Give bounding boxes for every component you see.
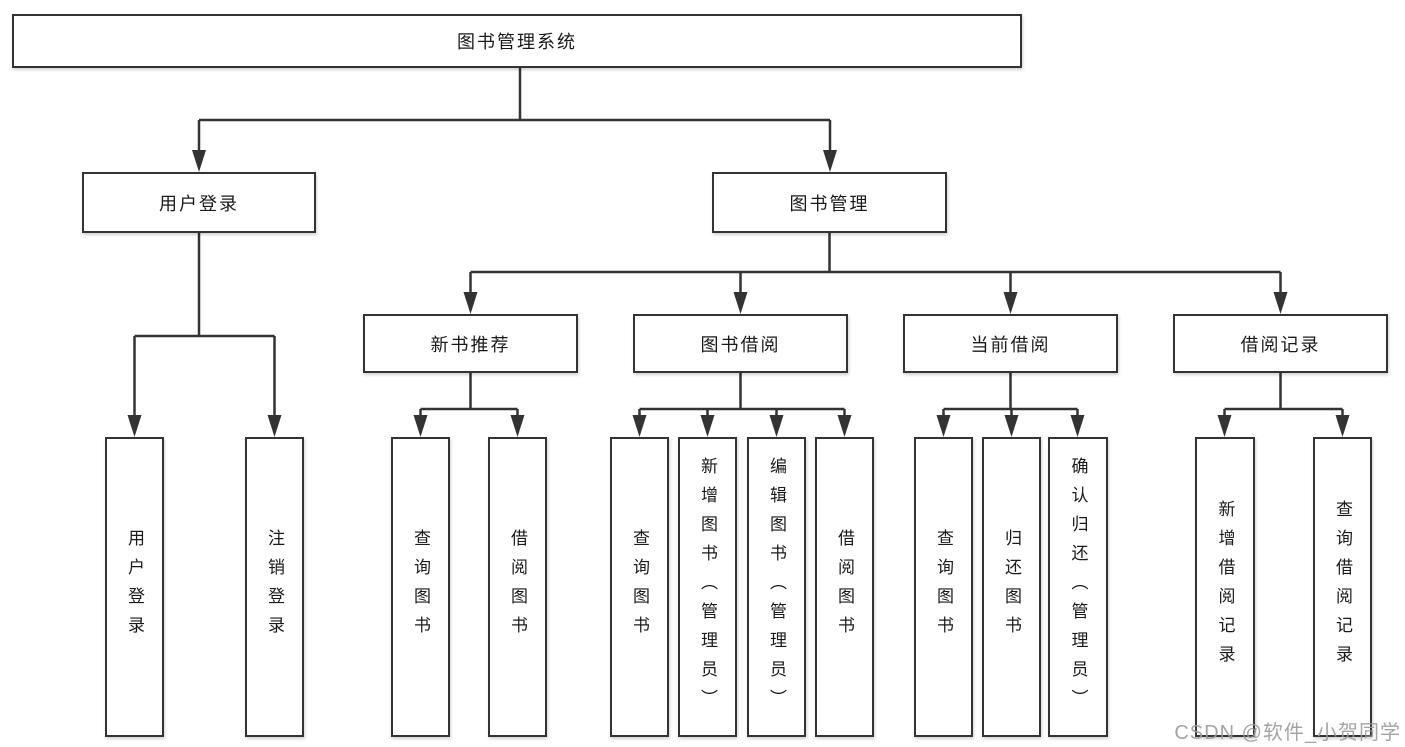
- node-current-borrowing-label: 当前借阅: [970, 334, 1051, 355]
- leaf-logout: 注销登录: [245, 437, 304, 737]
- node-borrowing-records-label: 借阅记录: [1240, 334, 1321, 355]
- node-book-management: 图书管理: [712, 172, 947, 233]
- leaf-query-books-borrowing-label: 查询图书: [630, 529, 649, 645]
- leaf-add-book-admin: 新增图书（管理员）: [678, 437, 737, 737]
- node-book-borrowing-label: 图书借阅: [700, 334, 781, 355]
- leaf-borrow-books-borrowing: 借阅图书: [815, 437, 874, 737]
- arrow-down-icons: [192, 150, 837, 172]
- node-book-management-label: 图书管理: [789, 193, 870, 214]
- leaf-confirm-return-admin-label: 确认归还（管理员）: [1068, 456, 1088, 718]
- leaf-return-books-label: 归还图书: [1002, 529, 1021, 645]
- node-root-label: 图书管理系统: [457, 32, 577, 52]
- leaf-query-books-recommend: 查询图书: [391, 437, 450, 737]
- watermark-text: CSDN @软件_小贺同学: [1174, 722, 1401, 744]
- leaf-add-borrow-record-label: 新增借阅记录: [1215, 500, 1235, 674]
- node-current-borrowing: 当前借阅: [903, 314, 1118, 373]
- leaf-confirm-return-admin: 确认归还（管理员）: [1048, 437, 1108, 737]
- node-user-login-branch-label: 用户登录: [159, 193, 239, 214]
- leaf-query-books-borrowing: 查询图书: [610, 437, 669, 737]
- leaf-user-login-label: 用户登录: [125, 529, 144, 645]
- node-borrowing-records: 借阅记录: [1173, 314, 1388, 373]
- node-new-book-recommend-label: 新书推荐: [430, 334, 511, 355]
- leaf-query-books-current-label: 查询图书: [934, 529, 953, 645]
- leaf-add-book-admin-label: 新增图书（管理员）: [698, 456, 717, 718]
- leaf-query-books-recommend-label: 查询图书: [411, 529, 430, 645]
- leaf-edit-book-admin-label: 编辑图书（管理员）: [767, 456, 786, 718]
- leaf-user-login: 用户登录: [105, 437, 164, 737]
- arrow-down-icons: [936, 415, 1085, 437]
- leaf-borrow-books-recommend-label: 借阅图书: [508, 529, 527, 645]
- leaf-borrow-books-borrowing-label: 借阅图书: [835, 529, 854, 645]
- leaf-add-borrow-record: 新增借阅记录: [1195, 437, 1255, 737]
- arrow-down-icons: [413, 415, 525, 437]
- arrow-down-icons: [632, 415, 852, 437]
- node-book-borrowing: 图书借阅: [633, 314, 848, 373]
- node-root: 图书管理系统: [12, 14, 1022, 68]
- leaf-borrow-books-recommend: 借阅图书: [488, 437, 547, 737]
- leaf-query-books-current: 查询图书: [914, 437, 973, 737]
- leaf-query-borrow-record-label: 查询借阅记录: [1333, 500, 1352, 674]
- arrow-down-icons: [1217, 415, 1350, 437]
- arrow-down-icons: [127, 415, 282, 437]
- leaf-query-borrow-record: 查询借阅记录: [1313, 437, 1372, 737]
- leaf-edit-book-admin: 编辑图书（管理员）: [747, 437, 806, 737]
- leaf-return-books: 归还图书: [982, 437, 1041, 737]
- node-user-login-branch: 用户登录: [82, 172, 316, 233]
- leaf-logout-label: 注销登录: [265, 529, 284, 645]
- arrow-down-icons: [463, 292, 1288, 314]
- node-new-book-recommend: 新书推荐: [363, 314, 578, 373]
